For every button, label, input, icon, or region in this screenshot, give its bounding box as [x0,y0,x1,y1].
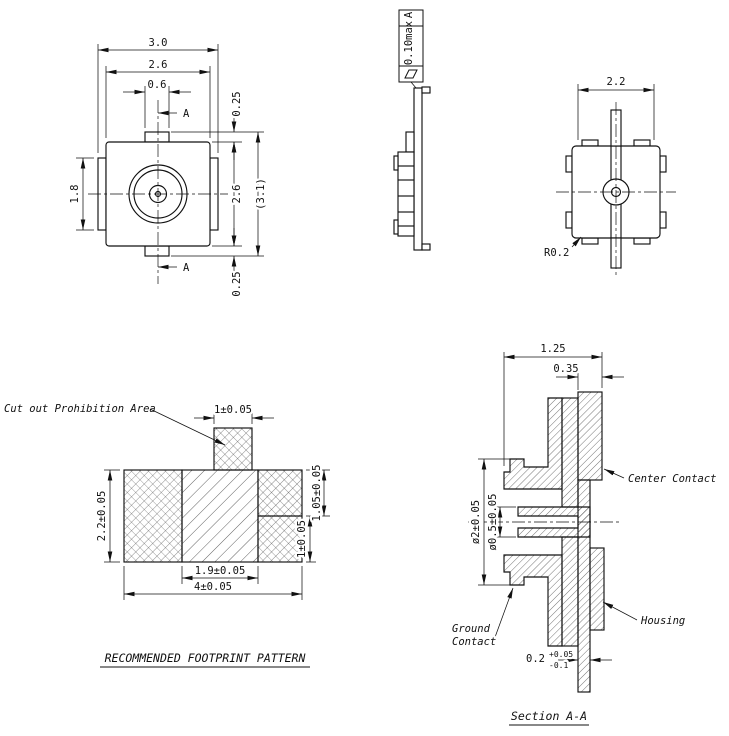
center-contact-upper [577,391,603,481]
footprint-texts: Cut out Prohibition Area 1±0.05 2.2±0.05… [4,402,325,665]
dim-width-tab: 0.6 [148,79,167,91]
dim-height-overall: (3.1) [255,178,267,210]
label-ground-line1: Ground [452,623,491,635]
section-mark-top: A [183,108,190,120]
datum-label: A [403,11,415,18]
prohibition-callout: Cut out Prohibition Area [4,403,156,415]
dim-right-inner: 1±0.05 [296,520,308,558]
dim-bottom-outer: 4±0.05 [194,581,232,593]
footprint-view: Cut out Prohibition Area 1±0.05 2.2±0.05… [4,402,330,668]
dim-offset-top: 0.25 [231,91,243,116]
front-view-dim-lines [76,44,264,276]
dim-height: 1.25 [540,343,565,355]
housing-upper [561,397,579,508]
radius-callout: R0.2 [544,247,569,259]
side-view: A 0.10max [393,9,431,251]
prohibition-area-pad [213,427,253,471]
rear-view: 2.2 R0.2 [542,74,676,278]
dim-dia-outer: ø2±0.05 [470,500,482,544]
flatness-texts: A 0.10max [403,11,415,65]
section-mark-bottom: A [183,262,190,274]
label-housing: Housing [640,615,685,627]
dim-right-outer: 1.05±0.05 [311,465,323,522]
dim-dia-center: ø0.5±0.05 [487,494,499,551]
front-view-centerlines [88,100,228,284]
section-title: Section A-A [511,709,587,723]
housing-flange [589,547,605,631]
dim-top-offset: 0.35 [553,363,578,375]
footprint-dim-lines [104,408,330,600]
dim-height-tab-side: 1.8 [69,185,81,204]
dim-lead-thickness: 0.2 [526,653,545,665]
section-dim-lines [478,352,638,663]
dim-left: 2.2±0.05 [96,491,108,542]
front-view-dim-texts: 3.0 2.6 0.6 A A 1.8 0.25 2.6 (3.1) 0.25 [67,35,270,299]
side-view-body [393,86,431,251]
section-texts: 1.25 0.35 ø2±0.05 ø0.5±0.05 0.2 +0.05 -0… [450,341,719,723]
flatness-symbol-icon [404,69,418,79]
center-contact-socket [517,506,591,538]
dim-top: 1±0.05 [214,404,252,416]
dim-offset-bottom: 0.25 [231,271,243,296]
rear-view-texts: 2.2 R0.2 [542,74,628,262]
flatness-frame [398,9,424,89]
tol-minus: -0.1 [549,661,568,670]
dim-height-body: 2.6 [231,185,243,204]
label-center-contact: Center Contact [628,473,717,485]
footprint-pads [123,427,303,563]
dim-width-contact: 2.2 [607,76,626,88]
label-ground-line2: Contact [452,636,496,648]
dim-bottom-inner: 1.9±0.05 [195,565,246,577]
center-area [181,469,259,563]
section-parts [503,391,605,693]
housing-lower [561,536,579,647]
rear-view-centerlines [556,102,676,278]
section-view: 1.25 0.35 ø2±0.05 ø0.5±0.05 0.2 +0.05 -0… [450,341,719,726]
flatness-value: 0.10max [403,21,415,65]
dim-width-overall: 3.0 [149,37,168,49]
tol-plus: +0.05 [549,650,573,659]
footprint-title: RECOMMENDED FOOTPRINT PATTERN [105,651,306,665]
left-pad [123,469,183,563]
dim-width-body: 2.6 [149,59,168,71]
rear-view-dim-lines [571,84,655,248]
front-view: 3.0 2.6 0.6 A A 1.8 0.25 2.6 (3.1) 0.25 [67,35,270,299]
